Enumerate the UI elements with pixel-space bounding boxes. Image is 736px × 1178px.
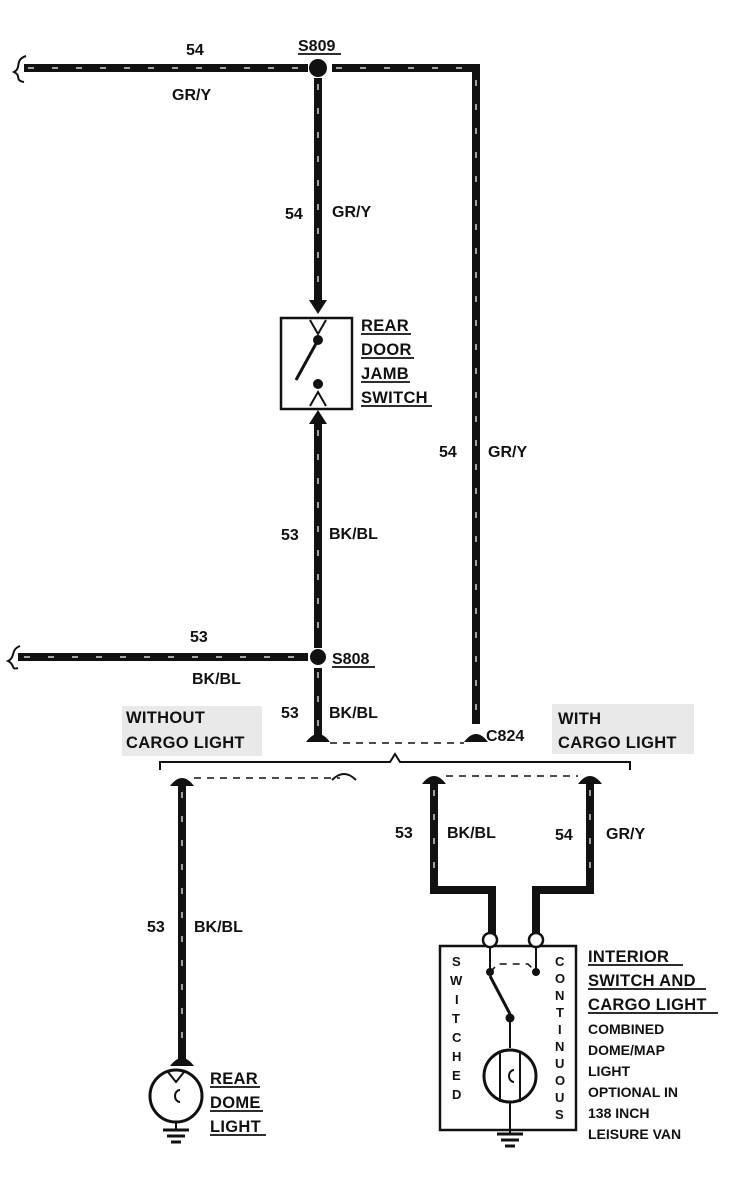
switched-letter: S — [452, 954, 461, 969]
with-cargo-shade — [552, 704, 694, 754]
without-cargo-shade — [122, 706, 262, 756]
continuous-letter: I — [558, 1022, 562, 1037]
cargo-left-color: BK/BL — [447, 825, 496, 842]
drop-color: GR/Y — [332, 204, 371, 221]
top-wire-circuit: 54 — [186, 42, 204, 59]
switched-letter: E — [452, 1068, 461, 1083]
switched-letter: D — [452, 1087, 461, 1102]
interior-switch-box — [438, 931, 578, 1148]
continuous-letter: N — [555, 988, 564, 1003]
mid-wire-color: BK/BL — [192, 671, 241, 688]
continuous-letter: N — [555, 1039, 564, 1054]
without-cargo-line-2: CARGO LIGHT — [126, 734, 245, 752]
switched-letter: W — [450, 973, 463, 988]
continuous-letter: O — [555, 971, 565, 986]
rear-door-jamb-switch-line-1: REAR — [361, 317, 409, 335]
cargo-right-color: GR/Y — [606, 826, 645, 843]
continuous-letter: U — [555, 1090, 564, 1105]
wire-53-cargo — [430, 782, 496, 936]
rear-door-jamb-switch-line-3: JAMB — [361, 365, 409, 383]
with-cargo-line-2: CARGO LIGHT — [558, 734, 677, 752]
continuous-letter: U — [555, 1056, 564, 1071]
wire-54-top-left — [11, 55, 308, 83]
interior-title-line-1: INTERIOR — [588, 948, 669, 966]
continuous-letter: S — [555, 1107, 564, 1122]
arrow-to-switch — [309, 300, 327, 314]
switched-letter: H — [452, 1049, 461, 1064]
continuous-letter: C — [555, 954, 565, 969]
rear-dome-light — [148, 1058, 204, 1144]
below-splice-color: BK/BL — [329, 705, 378, 722]
drop-circuit: 54 — [285, 206, 303, 223]
splice-s808-label: S808 — [332, 651, 369, 668]
wire-54-cargo — [532, 782, 594, 936]
interior-title-line-3: CARGO LIGHT — [588, 996, 707, 1014]
mid-wire-circuit: 53 — [190, 629, 208, 646]
interior-title-line-2: SWITCH AND — [588, 972, 696, 990]
open-connector-lower-left — [331, 773, 357, 781]
continuous-letter: O — [555, 1073, 565, 1088]
interior-note-3: LIGHT — [588, 1063, 630, 1079]
rear-door-jamb-switch — [279, 316, 354, 411]
interior-note-2: DOME/MAP — [588, 1042, 665, 1058]
continuous-vertical-label: C O N T I N U O U S — [555, 954, 565, 1122]
cargo-right-circuit: 54 — [555, 827, 573, 844]
rear-dome-line-1: REAR — [210, 1070, 258, 1088]
switched-letter: C — [452, 1030, 462, 1045]
connector-c824-label: C824 — [486, 728, 524, 745]
splice-s808-dot — [310, 649, 326, 665]
continuous-letter: T — [556, 1005, 564, 1020]
connector-end-left — [306, 734, 330, 742]
connector-end-c824 — [464, 734, 488, 742]
rear-door-jamb-switch-line-4: SWITCH — [361, 389, 428, 407]
switched-letter: T — [452, 1011, 460, 1026]
connector-end-cargo-right — [578, 776, 602, 784]
riser-circuit: 54 — [439, 444, 457, 461]
rear-dome-line-3: LIGHT — [210, 1118, 261, 1136]
splice-s809-label: S809 — [298, 38, 335, 55]
arrow-from-switch — [309, 410, 327, 424]
rear-door-jamb-switch-line-2: DOOR — [361, 341, 412, 359]
splice-s809-dot — [309, 59, 327, 77]
below-splice-circuit: 53 — [281, 705, 299, 722]
interior-note-5: 138 INCH — [588, 1105, 649, 1121]
wire-53-mid-left — [5, 645, 308, 670]
connector-end-lower-left — [170, 778, 194, 786]
option-bracket — [159, 752, 631, 770]
connector-end-cargo-left — [422, 776, 446, 784]
interior-note-1: COMBINED — [588, 1021, 664, 1037]
left-drop-circuit: 53 — [147, 919, 165, 936]
left-drop-color: BK/BL — [194, 919, 243, 936]
cargo-left-circuit: 53 — [395, 825, 413, 842]
switch-splice-circuit: 53 — [281, 527, 299, 544]
rear-dome-line-2: DOME — [210, 1094, 261, 1112]
interior-note-4: OPTIONAL IN — [588, 1084, 678, 1100]
switched-letter: I — [455, 992, 459, 1007]
switch-splice-color: BK/BL — [329, 526, 378, 543]
riser-color: GR/Y — [488, 444, 527, 461]
interior-note-6: LEISURE VAN — [588, 1126, 681, 1142]
top-wire-color: GR/Y — [172, 87, 211, 104]
switched-vertical-label: S W I T C H E D — [450, 954, 463, 1102]
without-cargo-line-1: WITHOUT — [126, 709, 205, 727]
with-cargo-line-1: WITH — [558, 710, 601, 728]
